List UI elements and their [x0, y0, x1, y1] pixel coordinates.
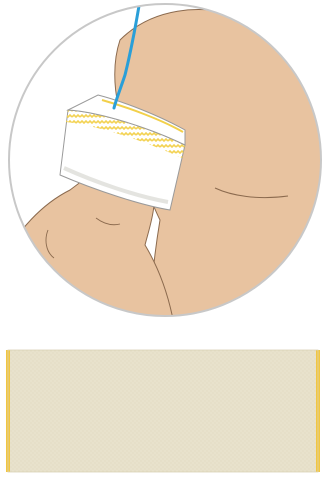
sleeve-fabric	[8, 350, 318, 472]
tubular-sleeve-icon	[8, 350, 318, 472]
arm-with-catheter-bandage-icon	[0, 0, 329, 330]
